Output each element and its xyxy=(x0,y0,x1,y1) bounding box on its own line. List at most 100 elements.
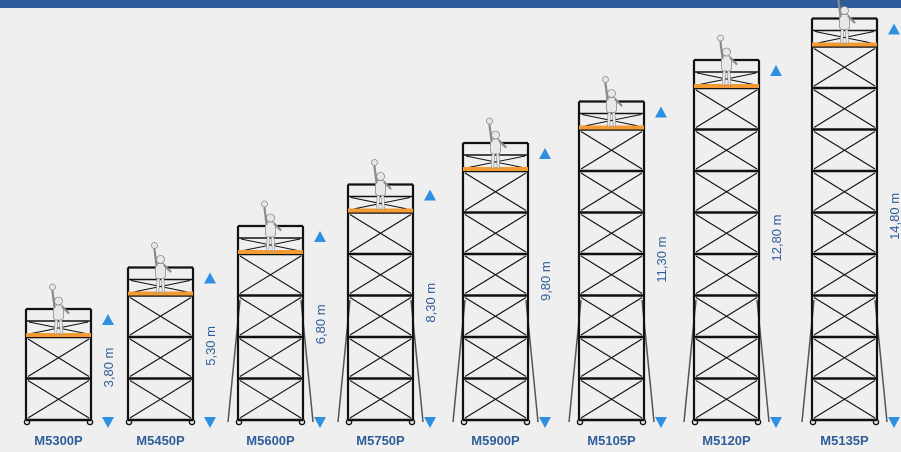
worker-arm xyxy=(383,181,392,190)
worker-head xyxy=(722,47,731,57)
brace xyxy=(695,131,758,170)
height-label: 3,80 m xyxy=(101,348,116,388)
worker-arm xyxy=(498,139,507,149)
worker-leg xyxy=(840,27,844,44)
worker-leg xyxy=(607,110,611,127)
platform xyxy=(26,333,91,337)
worker-leg xyxy=(381,193,385,210)
brace xyxy=(129,380,192,419)
brace xyxy=(129,338,192,377)
worker-head xyxy=(840,6,849,15)
worker-arm xyxy=(153,248,158,267)
worker-leg xyxy=(496,152,500,168)
triangle-down-icon xyxy=(539,417,551,428)
brace xyxy=(581,114,642,127)
triangle-down-icon xyxy=(888,417,900,428)
worker-figure-icon xyxy=(486,117,507,169)
wheel-icon xyxy=(809,418,817,426)
triangle-up-icon xyxy=(102,314,114,325)
brace xyxy=(465,155,526,169)
tower-m5105p: M5105P 11,30 m xyxy=(568,76,669,448)
triangle-up-icon xyxy=(424,189,436,201)
worker-head xyxy=(266,213,275,223)
triangle-down-icon xyxy=(102,417,114,428)
height-label: 11,30 m xyxy=(654,237,669,283)
worker-leg xyxy=(59,318,63,334)
worker-leg xyxy=(54,318,58,334)
wheel-icon xyxy=(460,418,468,426)
brace xyxy=(464,297,527,336)
worker-arm xyxy=(51,289,56,309)
brace xyxy=(580,338,643,377)
wheel-icon xyxy=(872,418,880,426)
worker-figure-icon xyxy=(49,283,70,335)
platform xyxy=(348,208,413,213)
wheel-icon xyxy=(235,418,243,426)
model-label: M5900P xyxy=(471,433,520,448)
brace xyxy=(349,338,412,377)
triangle-up-icon xyxy=(655,106,667,118)
triangle-up-icon xyxy=(888,23,900,35)
brace xyxy=(28,321,89,335)
worker-tool xyxy=(602,76,609,83)
brace xyxy=(695,89,758,128)
triangle-down-icon xyxy=(204,417,216,428)
model-label: M5750P xyxy=(356,433,405,448)
brace xyxy=(349,214,412,253)
worker-arm xyxy=(263,206,268,226)
worker-figure-icon xyxy=(371,159,392,211)
triangle-down-icon xyxy=(770,417,782,428)
triangle-down-icon xyxy=(655,417,667,428)
worker-figure-icon xyxy=(261,200,282,252)
wheel-icon xyxy=(86,418,94,426)
wheel-icon xyxy=(754,418,762,426)
brace xyxy=(239,297,302,336)
worker-leg xyxy=(845,27,849,44)
height-label: 8,30 m xyxy=(423,283,438,323)
brace xyxy=(695,172,758,211)
worker-arm xyxy=(61,305,70,315)
brace xyxy=(349,297,412,336)
model-label: M5105P xyxy=(587,433,636,448)
wheel-icon xyxy=(345,418,353,426)
worker-tool xyxy=(717,34,724,42)
worker-arm xyxy=(847,15,856,24)
worker-leg xyxy=(156,276,160,293)
wheel-icon xyxy=(691,418,699,426)
height-label: 14,80 m xyxy=(887,193,901,240)
brace xyxy=(695,214,758,253)
worker-arm xyxy=(373,165,378,184)
worker-arm xyxy=(488,123,493,143)
brace xyxy=(464,255,527,294)
worker-arm xyxy=(719,40,724,60)
worker-leg xyxy=(727,69,731,85)
brace xyxy=(813,131,876,170)
tower-m5450p: M5450P 5,30 m xyxy=(125,242,218,448)
height-label: 5,30 m xyxy=(203,326,218,366)
platform xyxy=(463,167,528,171)
worker-figure-icon xyxy=(602,76,623,128)
worker-arm xyxy=(273,222,282,232)
brace xyxy=(695,338,758,377)
platform xyxy=(579,125,644,130)
worker-leg xyxy=(376,193,380,210)
brace xyxy=(580,172,643,211)
worker-figure-icon xyxy=(837,0,856,45)
brace xyxy=(464,214,527,253)
wheel-icon xyxy=(639,418,647,426)
model-label: M5450P xyxy=(136,433,185,448)
platform xyxy=(128,291,193,296)
brace xyxy=(813,172,876,211)
platform xyxy=(694,84,759,88)
brace xyxy=(813,380,876,419)
worker-leg xyxy=(612,110,616,127)
model-label: M5600P xyxy=(246,433,295,448)
brace xyxy=(464,380,527,419)
worker-arm xyxy=(163,264,172,273)
brace xyxy=(695,255,758,294)
worker-arm xyxy=(604,82,609,101)
height-label: 12,80 m xyxy=(769,215,784,262)
brace xyxy=(813,297,876,336)
triangle-up-icon xyxy=(770,65,782,76)
